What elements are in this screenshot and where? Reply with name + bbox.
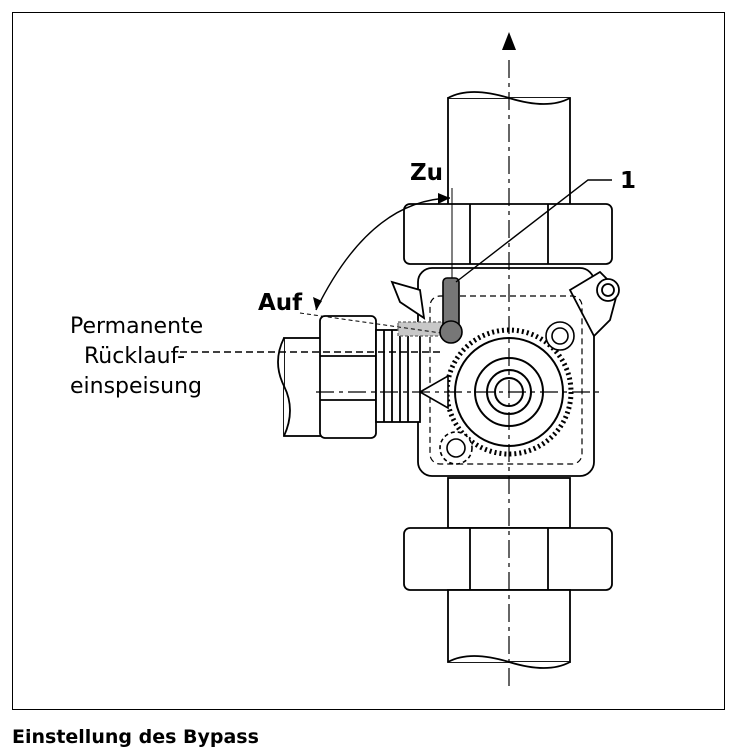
lever-pivot [439,320,463,344]
side-nut [319,315,377,439]
label-auf: Auf [258,290,303,316]
lower-nut [403,527,613,591]
figure-caption: Einstellung des Bypass [12,726,259,748]
lever-open-ghost [397,321,447,337]
figure-frame [12,12,725,710]
label-permanent-line3: einspeisung [70,374,202,399]
valve-diagram [180,32,620,690]
callout-number: 1 [620,168,637,194]
label-permanent-line1: Permanente [70,314,204,339]
side-pipe [283,337,325,437]
label-permanent-line2: Rücklauf- [84,344,186,369]
upper-nut [403,203,613,265]
label-zu: Zu [410,160,444,186]
